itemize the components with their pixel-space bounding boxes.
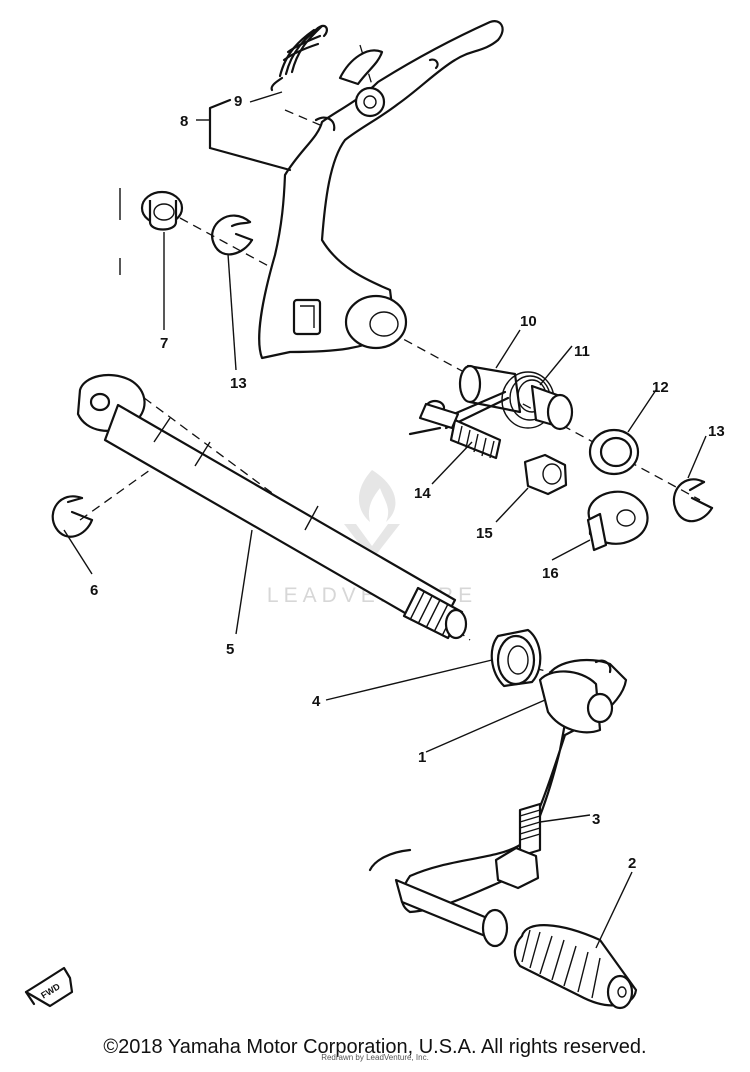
part-2-pedal-rubber: [513, 924, 638, 1010]
part-11-torsion-spring: [438, 371, 574, 431]
copyright-notice: ©2018 Yamaha Motor Corporation, U.S.A. A…: [103, 1036, 647, 1058]
callout-10: 10: [520, 313, 537, 330]
part-6-circlip: [51, 495, 94, 538]
callout-3: 3: [592, 811, 600, 828]
redrawn-credit: Redrawn by LeadVenture, Inc.: [321, 1053, 429, 1062]
callout-8: 8: [180, 113, 188, 130]
part-3-bolt: [494, 802, 542, 890]
callout-11: 11: [574, 343, 590, 360]
callout-16: 16: [542, 565, 559, 582]
part-12-washer: [588, 428, 640, 476]
callout-13-right: 13: [708, 423, 725, 440]
part-13-circlip-right: [672, 478, 714, 523]
callout-5: 5: [226, 641, 234, 658]
part-4-oil-seal: [490, 628, 542, 688]
part-16-lock-washer: [586, 490, 649, 552]
part-13-circlip-left: [211, 214, 254, 256]
part-14-stud-bolt: [408, 399, 502, 460]
part-5-shift-shaft: [76, 373, 468, 640]
callout-leaders: [63, 91, 707, 949]
callout-numbers: 1 2 3 4 5 6 7 8 9 10 11 12 13 13 14 15 1…: [90, 93, 725, 872]
part-9-return-spring: [270, 24, 328, 92]
callout-2: 2: [628, 855, 636, 872]
callout-13-left: 13: [230, 375, 247, 392]
callout-1: 1: [418, 749, 426, 766]
part-8-stopper-lever: [208, 20, 504, 360]
callout-12: 12: [652, 379, 669, 396]
part-15-nut: [523, 453, 568, 496]
callout-15: 15: [476, 525, 493, 542]
fwd-direction-arrow: FWD: [24, 966, 74, 1008]
part-10-pin: [458, 364, 522, 414]
callout-4: 4: [312, 693, 321, 710]
callout-14: 14: [414, 485, 431, 502]
part-1-shift-pedal: [368, 658, 628, 948]
callout-6: 6: [90, 582, 98, 599]
part-7-collar: [140, 190, 184, 231]
callout-7: 7: [160, 335, 168, 352]
callout-9: 9: [234, 93, 242, 110]
